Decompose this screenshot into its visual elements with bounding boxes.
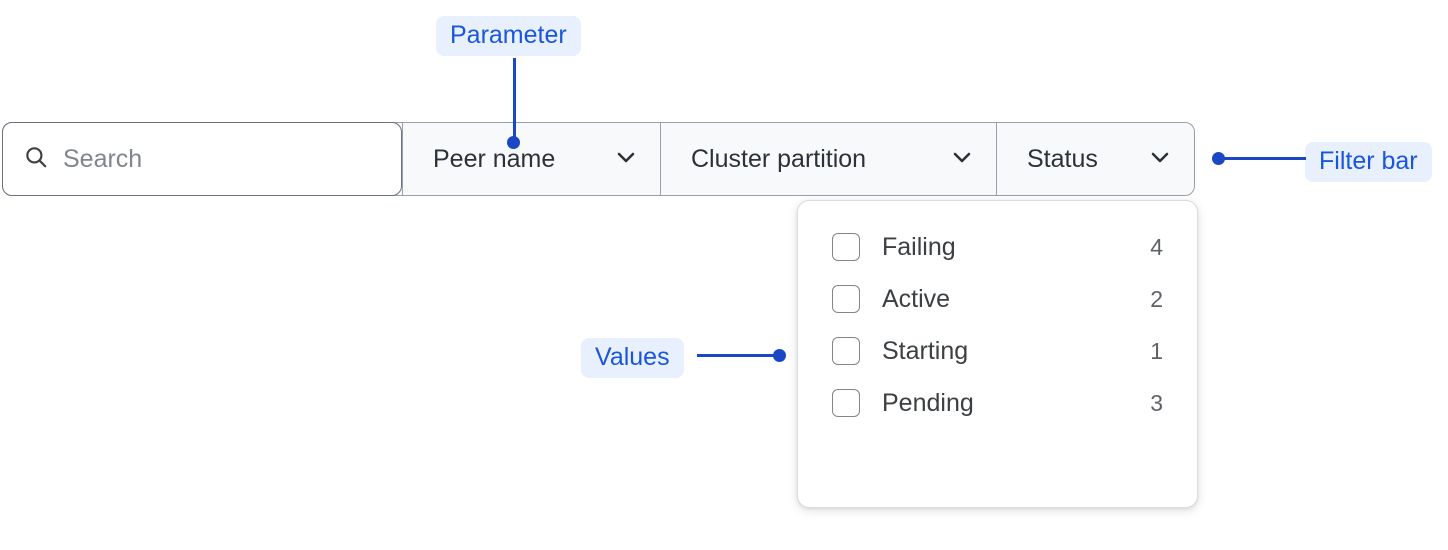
checkbox-failing[interactable] [832, 233, 860, 261]
annotation-dot-filter-bar [1212, 152, 1225, 165]
filter-label-status: Status [1027, 144, 1098, 173]
annotation-dot-values [773, 349, 786, 362]
chevron-down-icon [950, 145, 974, 174]
annotation-leader-parameter [513, 58, 516, 144]
dropdown-option-label: Failing [882, 232, 956, 261]
filter-dropdown-cluster-partition[interactable]: Cluster partition [660, 123, 996, 195]
dropdown-option-label: Starting [882, 336, 969, 365]
dropdown-option-label: Active [882, 284, 951, 313]
filter-label-cluster-partition: Cluster partition [691, 144, 867, 173]
dropdown-option-starting[interactable]: Starting 1 [798, 325, 1197, 377]
checkbox-starting[interactable] [832, 337, 860, 365]
dropdown-option-count: 2 [1150, 285, 1163, 312]
dropdown-option-label: Pending [882, 388, 974, 417]
filter-label-peer-name: Peer name [433, 144, 556, 173]
search-icon [23, 144, 49, 175]
annotation-label-values: Values [581, 338, 684, 378]
checkbox-active[interactable] [832, 285, 860, 313]
search-field[interactable] [2, 122, 402, 196]
annotation-label-parameter: Parameter [436, 16, 581, 56]
dropdown-option-active[interactable]: Active 2 [798, 273, 1197, 325]
filter-bar: Peer name Cluster partition Status [2, 122, 1195, 196]
status-dropdown-panel: Failing 4 Active 2 Starting 1 Pending 3 [797, 200, 1198, 508]
dropdown-option-count: 4 [1150, 233, 1163, 260]
filter-dropdown-status[interactable]: Status [996, 123, 1194, 195]
dropdown-option-count: 3 [1150, 389, 1163, 416]
chevron-down-icon [614, 145, 638, 174]
dropdown-option-failing[interactable]: Failing 4 [798, 221, 1197, 273]
checkbox-pending[interactable] [832, 389, 860, 417]
dropdown-option-count: 1 [1150, 337, 1163, 364]
annotation-leader-values [697, 354, 781, 357]
annotation-leader-filter-bar [1218, 157, 1306, 160]
annotation-label-filter-bar: Filter bar [1305, 142, 1432, 182]
annotation-dot-parameter [507, 136, 520, 149]
search-input[interactable] [63, 144, 373, 174]
dropdown-option-pending[interactable]: Pending 3 [798, 377, 1197, 429]
chevron-down-icon [1148, 145, 1172, 174]
filter-dropdown-peer-name[interactable]: Peer name [402, 123, 660, 195]
